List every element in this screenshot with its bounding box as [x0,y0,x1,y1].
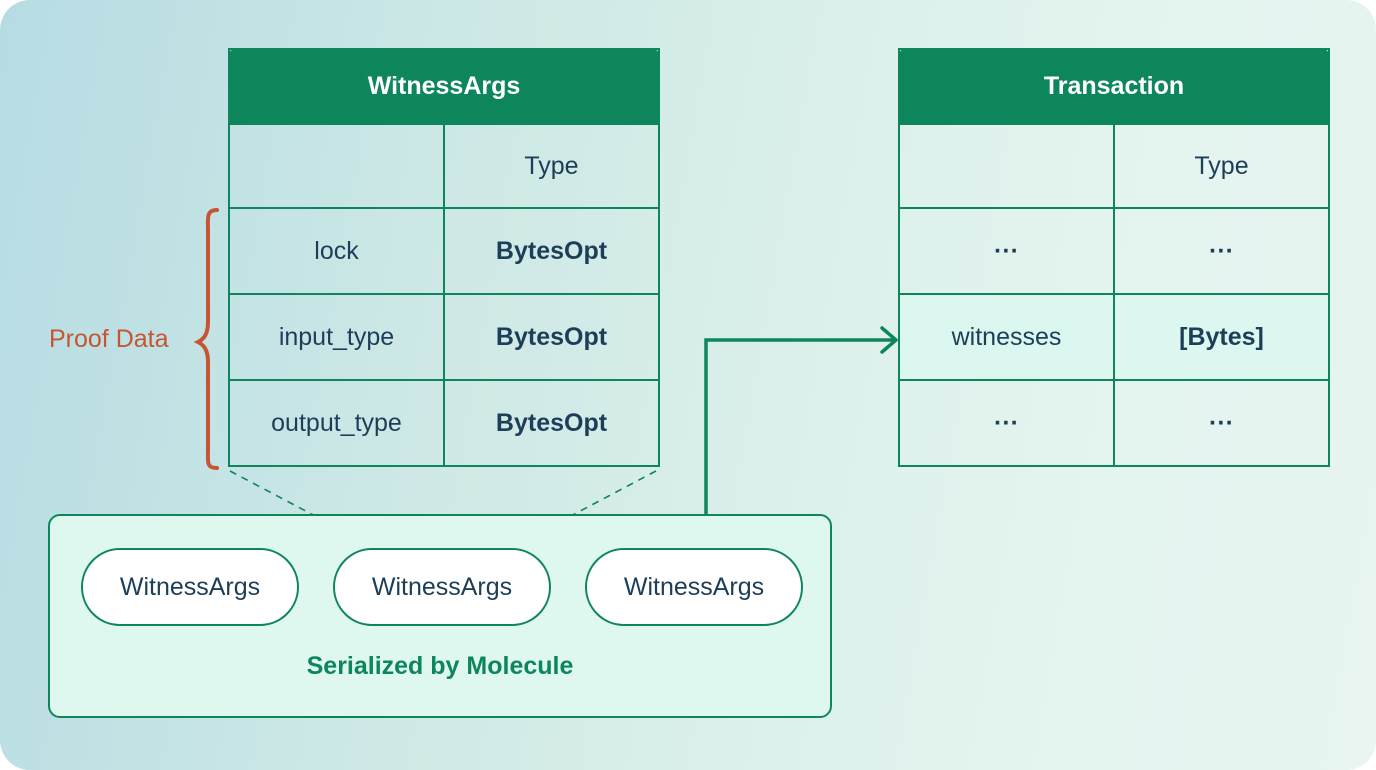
field-name: lock [228,207,445,295]
witness-args-table: WitnessArgs Type lock BytesOpt input_typ… [228,48,660,467]
witnesses-arrow-line [704,338,895,516]
transaction-table: Transaction Type ··· ··· witnesses [Byte… [897,48,1331,467]
transaction-title: Transaction [897,48,1331,125]
molecule-serialization-box: WitnessArgs WitnessArgs WitnessArgs Seri… [48,514,832,718]
transaction-name-header [898,123,1115,209]
table-row: ··· ··· [898,379,1331,467]
witness-args-pill: WitnessArgs [585,548,803,626]
table-row: lock BytesOpt [228,207,660,295]
field-name: output_type [228,379,445,467]
witness-args-name-header [228,123,445,209]
field-type: BytesOpt [443,379,660,467]
molecule-caption: Serialized by Molecule [306,652,574,680]
field-name: input_type [228,293,445,381]
field-name: ··· [898,379,1115,467]
table-row: ··· ··· [898,207,1331,295]
field-type: BytesOpt [443,207,660,295]
field-type: BytesOpt [443,293,660,381]
proof-data-brace [193,208,219,470]
witness-args-title: WitnessArgs [228,48,660,125]
witness-args-pill: WitnessArgs [333,548,551,626]
table-row-witnesses: witnesses [Bytes] [898,293,1331,381]
table-row: output_type BytesOpt [228,379,660,467]
witnesses-arrow-head [880,326,898,354]
transaction-type-header: Type [1112,123,1331,209]
field-name: witnesses [898,293,1115,381]
table-row: input_type BytesOpt [228,293,660,381]
field-name: ··· [898,207,1115,295]
field-type: [Bytes] [1112,293,1331,381]
witness-args-type-header: Type [443,123,660,209]
witness-args-pill: WitnessArgs [81,548,299,626]
field-type: ··· [1112,207,1331,295]
field-type: ··· [1112,379,1331,467]
proof-data-label: Proof Data [49,325,169,353]
